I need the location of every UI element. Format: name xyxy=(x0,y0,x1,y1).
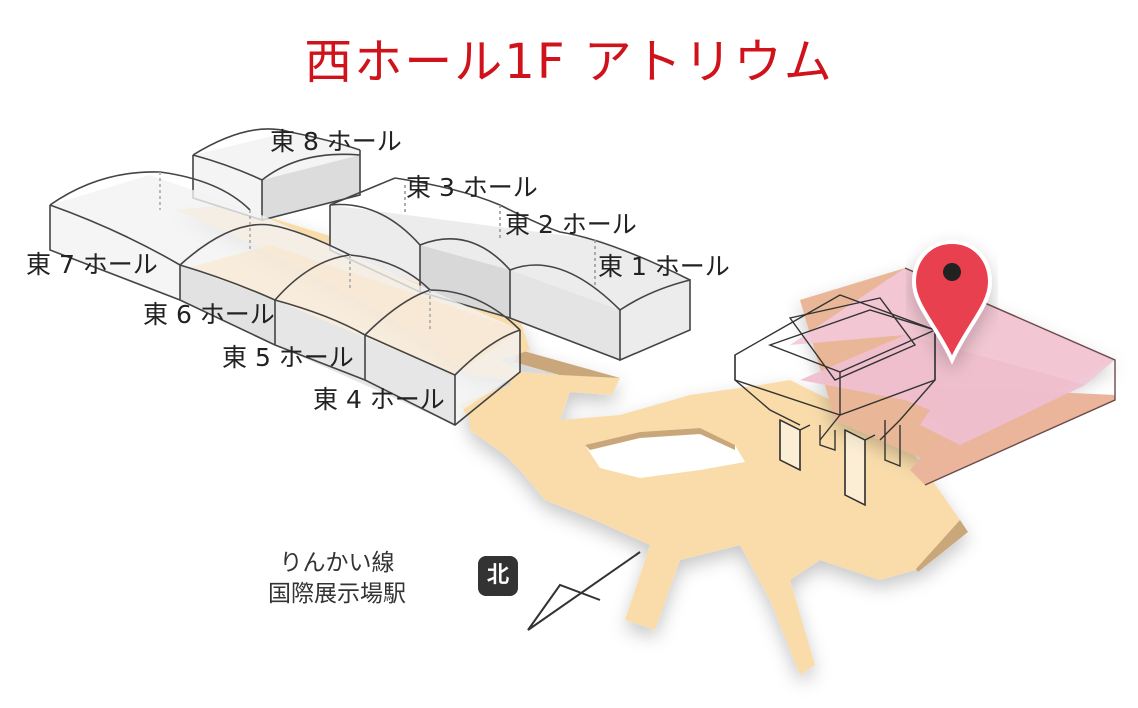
map-title: 西ホール1F アトリウム xyxy=(304,34,834,90)
label-east1-hall: 東 1 ホール xyxy=(598,252,730,281)
concourse-floor xyxy=(175,205,968,675)
map-pin-icon xyxy=(911,239,993,365)
label-east3-hall: 東 3 ホール xyxy=(406,173,538,202)
label-east8-hall: 東 8 ホール xyxy=(270,127,402,156)
station-line-name: りんかい線 xyxy=(279,550,395,576)
station-label: りんかい線 国際展示場駅 xyxy=(268,548,406,610)
label-east6-hall: 東 6 ホール xyxy=(143,300,275,329)
north-badge: 北 xyxy=(478,556,518,596)
label-east5-hall: 東 5 ホール xyxy=(222,343,354,372)
label-east4-hall: 東 4 ホール xyxy=(313,385,445,414)
station-name: 国際展示場駅 xyxy=(268,581,406,607)
hall-block-east7-east4 xyxy=(49,171,521,426)
north-arrow xyxy=(527,551,641,631)
label-east7-hall: 東 7 ホール xyxy=(26,250,158,279)
label-east2-hall: 東 2 ホール xyxy=(505,210,637,239)
hall-block-east3-east1 xyxy=(329,177,691,362)
